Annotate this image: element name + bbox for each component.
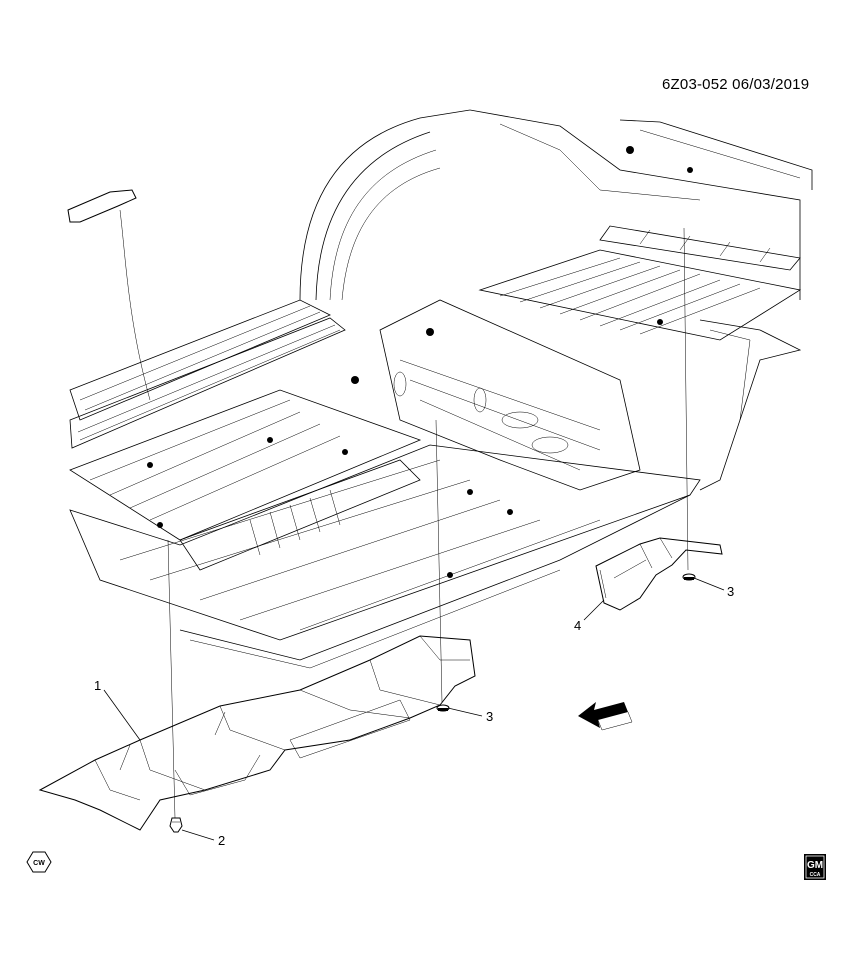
gm-logo-label: GM xyxy=(807,860,823,871)
callout-3a: 3 xyxy=(447,707,493,724)
diagram-code: 6Z03-052 06/03/2019 xyxy=(662,76,810,93)
callout-label-4: 4 xyxy=(574,618,581,633)
callout-3b: 3 xyxy=(693,577,734,599)
callout-1: 1 xyxy=(94,678,141,741)
bolt-2-icon xyxy=(169,817,183,833)
gm-logo-icon: GM CCA xyxy=(804,854,826,880)
part-1-front-shield xyxy=(38,635,476,831)
callout-2: 2 xyxy=(181,829,225,848)
fasteners xyxy=(169,573,696,833)
vehicle-floor-structure xyxy=(67,109,813,669)
leader-reference-lines xyxy=(167,227,689,819)
cw-badge-label: CW xyxy=(33,860,45,867)
gm-logo-sublabel: CCA xyxy=(810,872,821,878)
front-direction-arrow-icon: FRT xyxy=(578,702,633,731)
callout-label-3b: 3 xyxy=(727,584,734,599)
callout-label-3a: 3 xyxy=(486,709,493,724)
part-4-rear-shield xyxy=(595,537,723,611)
nut-3b-icon xyxy=(682,573,696,581)
callout-4: 4 xyxy=(574,599,605,633)
front-direction-label: FRT xyxy=(601,704,623,719)
cw-hex-badge: CW xyxy=(26,851,52,873)
nut-3a-icon xyxy=(436,704,450,712)
callout-label-2: 2 xyxy=(218,833,225,848)
callout-label-1: 1 xyxy=(94,678,101,693)
